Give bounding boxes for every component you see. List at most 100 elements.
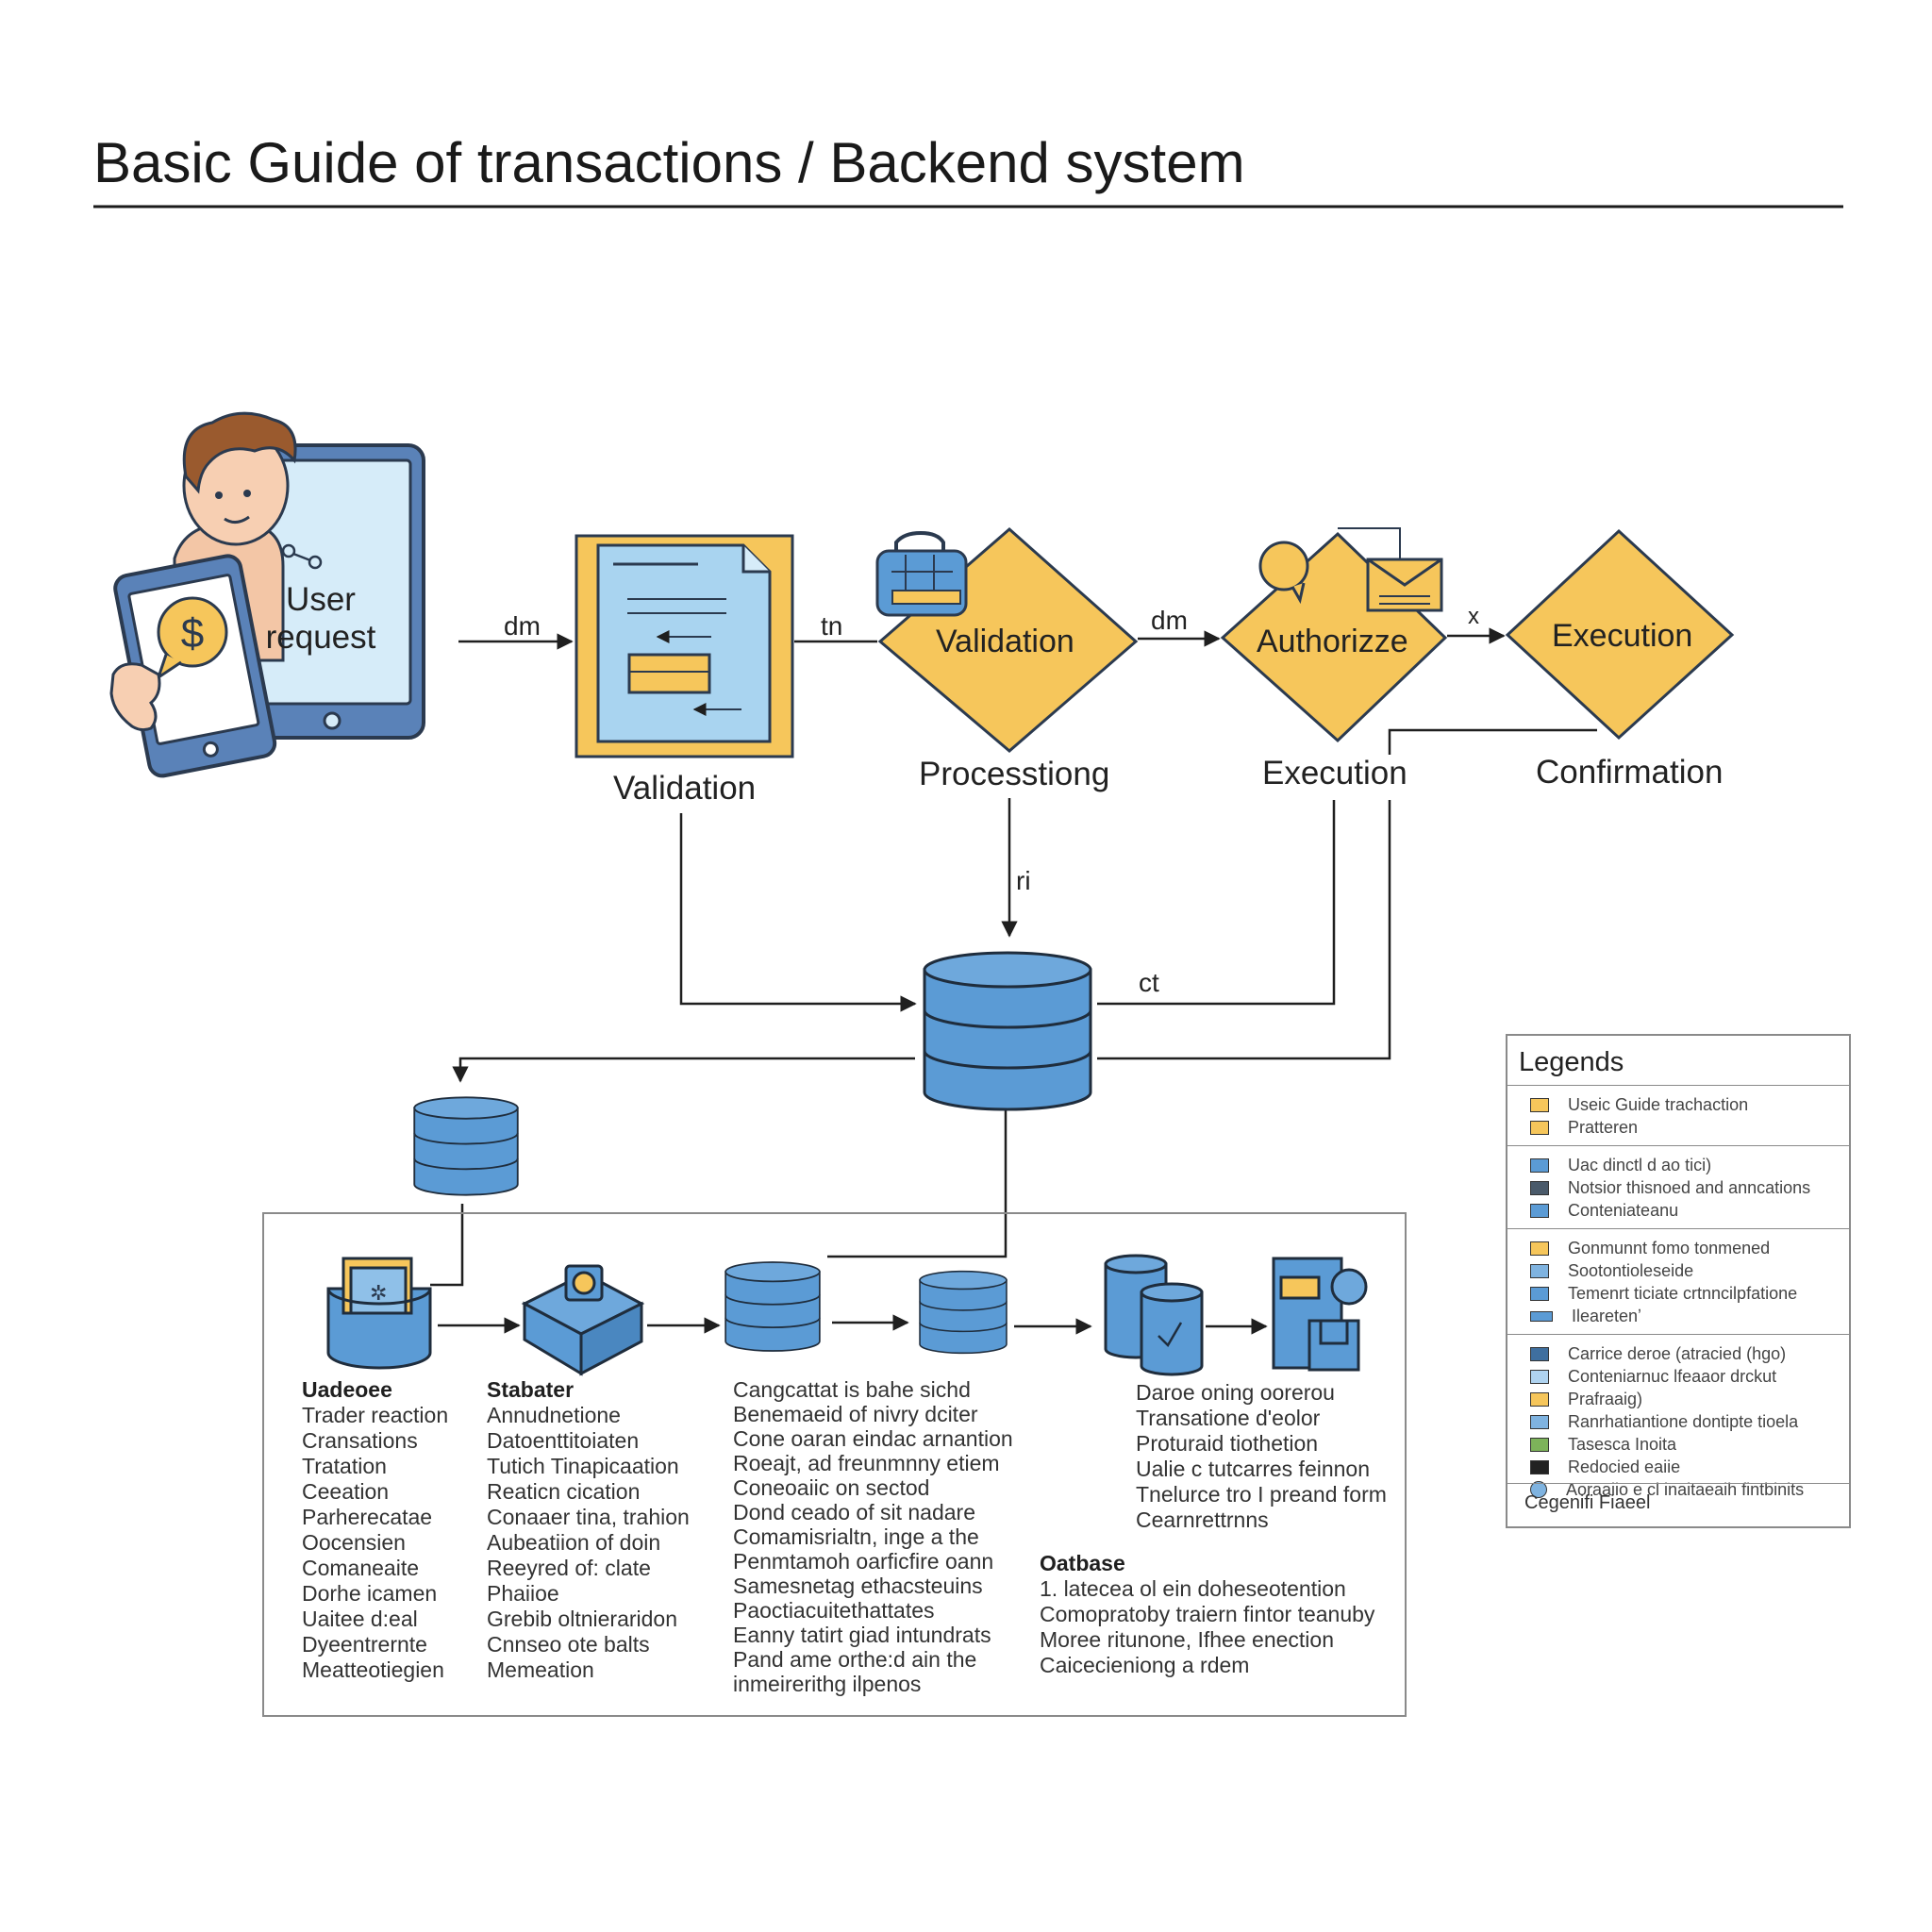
legend-label: Pratteren — [1568, 1117, 1639, 1137]
legend-swatch — [1530, 1481, 1547, 1499]
column-line: Dond ceado of sit nadare — [733, 1500, 976, 1524]
column-line: Meatteotiegien — [302, 1657, 444, 1682]
column-line: Benemaeid of nivry dciter — [733, 1402, 978, 1426]
column-line: Proturaid tiothetion — [1136, 1431, 1319, 1456]
dollar-coin-icon: $ — [156, 596, 228, 681]
column-heading: Oatbase — [1040, 1551, 1125, 1575]
legend-label: Sootontioleseide — [1568, 1260, 1694, 1280]
legend-label: Prafraaig) — [1568, 1389, 1643, 1408]
legend-swatch — [1530, 1459, 1549, 1474]
legend-item: Useic Guide trachaction — [1530, 1094, 1748, 1115]
chat-bubble-icon — [1258, 541, 1309, 605]
legend-swatch — [1530, 1241, 1549, 1256]
legend-item: Ilearetenʼ — [1530, 1306, 1641, 1326]
column-line: Trader reaction — [302, 1403, 449, 1427]
document-settings-icon — [1272, 1257, 1368, 1372]
line-confirmation-to-db — [1097, 800, 1391, 1060]
legend-item: Tasesca Inoita — [1530, 1434, 1676, 1455]
legend-label: Notsior thisnoed and anncations — [1568, 1177, 1811, 1197]
column-line: Tutich Tinapicaation — [487, 1454, 679, 1478]
legend-item: Redocied eaiie — [1530, 1457, 1680, 1477]
connector-label-5: ri — [1016, 866, 1031, 895]
panel-column-5: Oatbase 1. latecea ol ein doheseotention… — [1040, 1551, 1374, 1678]
column-line: Ualie c tutcarres feinnon — [1136, 1457, 1371, 1481]
column-line: Caicecieniong a rdem — [1040, 1653, 1250, 1677]
legend-title: Legends — [1519, 1047, 1624, 1077]
column-line: Phaiioe — [487, 1581, 559, 1606]
legend-label: Gonmunnt fomo tonmened — [1568, 1238, 1771, 1257]
legend-label: Ranrhatiantione dontipte tioela — [1568, 1411, 1799, 1431]
legend-item: Prafraaig) — [1530, 1389, 1642, 1409]
legend-footer: Cegenifi Fiaeel — [1524, 1492, 1651, 1513]
column-line: Conaaer tina, trahion — [487, 1505, 690, 1529]
svg-text:✲: ✲ — [370, 1281, 387, 1305]
confirmation-line — [1388, 728, 1597, 755]
legend-swatch — [1530, 1414, 1549, 1429]
column-line: Reaticn cication — [487, 1479, 641, 1504]
connector-label-3: dm — [1151, 606, 1188, 635]
legend-swatch — [1530, 1391, 1549, 1407]
legend-separator — [1507, 1483, 1849, 1484]
arrow-db-to-small-db — [452, 1057, 915, 1083]
legend-swatch — [1530, 1369, 1549, 1384]
line-small-db-to-panel — [430, 1204, 464, 1287]
column-line: Parherecatae — [302, 1505, 433, 1529]
column-line: Tratation — [302, 1454, 387, 1478]
connector-label-6: ct — [1139, 968, 1159, 997]
panel-column-4: Daroe oning oorerou Transatione d'eolor … — [1136, 1380, 1387, 1533]
confirmation-label: Confirmation — [1536, 754, 1724, 791]
legend-swatch — [1530, 1286, 1549, 1301]
legend-swatch — [1530, 1180, 1549, 1195]
svg-text:$: $ — [181, 610, 204, 657]
legend-item: Sootontioleseide — [1530, 1260, 1693, 1281]
column-heading: Stabater — [487, 1377, 575, 1402]
column-line: Cransations — [302, 1428, 418, 1453]
legend-label: Conteniateanu — [1568, 1200, 1679, 1220]
execution-label: Execution — [1262, 755, 1407, 791]
legend-item: Conteniarnuc lfeaaor drckut — [1530, 1366, 1776, 1387]
column-line: Comaneaite — [302, 1556, 420, 1580]
column-line: Penmtamoh oarficfire oann — [733, 1549, 994, 1574]
legend-item: Temenrt ticiate crtnncilpfatione — [1530, 1283, 1797, 1304]
details-panel — [262, 1212, 1407, 1717]
column-line: Cone oaran eindac arnantion — [733, 1426, 1013, 1451]
legend-item: Aoraaiio e cl inaitaeaih fintbinits — [1530, 1479, 1804, 1500]
side-database-icon — [413, 1096, 519, 1196]
line-db-to-panel — [827, 1100, 1008, 1258]
column-line: Cearnrettrnns — [1136, 1507, 1269, 1532]
column-line: Transatione d'eolor — [1136, 1406, 1321, 1430]
column-line: Samesnetag ethacsteuins — [733, 1574, 983, 1598]
line-document-to-db — [679, 813, 917, 1012]
column-line: Ceeation — [302, 1479, 390, 1504]
column-line: Datoenttitoiaten — [487, 1428, 640, 1453]
legend-swatch — [1530, 1097, 1549, 1112]
connector-label-1: dm — [504, 611, 541, 641]
legend-swatch — [1530, 1310, 1553, 1322]
column-heading: Uadeoee — [302, 1377, 392, 1402]
legend-label: Carrice deroe (atracied (hgo) — [1568, 1343, 1787, 1363]
envelope-icon — [1338, 527, 1443, 612]
legend-label: Redocied eaiie — [1568, 1457, 1681, 1476]
legend-separator — [1507, 1145, 1849, 1146]
column-line: Cangcattat is bahe sichd — [733, 1377, 971, 1402]
column-line: Aubeatiion of doin — [487, 1530, 661, 1555]
column-line: Eanny tatirt giad intundrats — [733, 1623, 991, 1647]
execution-diamond — [1505, 528, 1735, 741]
column-line: Dorhe icamen — [302, 1581, 438, 1606]
column-line: Roeajt, ad freunmnny etiem — [733, 1451, 1000, 1475]
column-line: Oocensien — [302, 1530, 406, 1555]
legend-item: Conteniateanu — [1530, 1200, 1678, 1221]
column-line: Reeyred of: clate — [487, 1556, 651, 1580]
folder-cylinder-icon: ✲ — [326, 1257, 432, 1370]
legend-item: Ranrhatiantione dontipte tioela — [1530, 1411, 1798, 1432]
column-line: Coneoaiic on sectod — [733, 1475, 930, 1500]
column-line: inmeirerithg ilpenos — [733, 1672, 922, 1696]
legend-swatch — [1530, 1203, 1549, 1218]
panel-database-icon-1 — [724, 1260, 821, 1353]
legend-label: Tasesca Inoita — [1568, 1434, 1677, 1454]
legend-swatch — [1530, 1158, 1549, 1173]
connector-label-2: tn — [821, 611, 843, 641]
column-line: Tnelurce tro I preand form — [1136, 1482, 1387, 1507]
column-line: Comamisrialtn, inge a the — [733, 1524, 979, 1549]
